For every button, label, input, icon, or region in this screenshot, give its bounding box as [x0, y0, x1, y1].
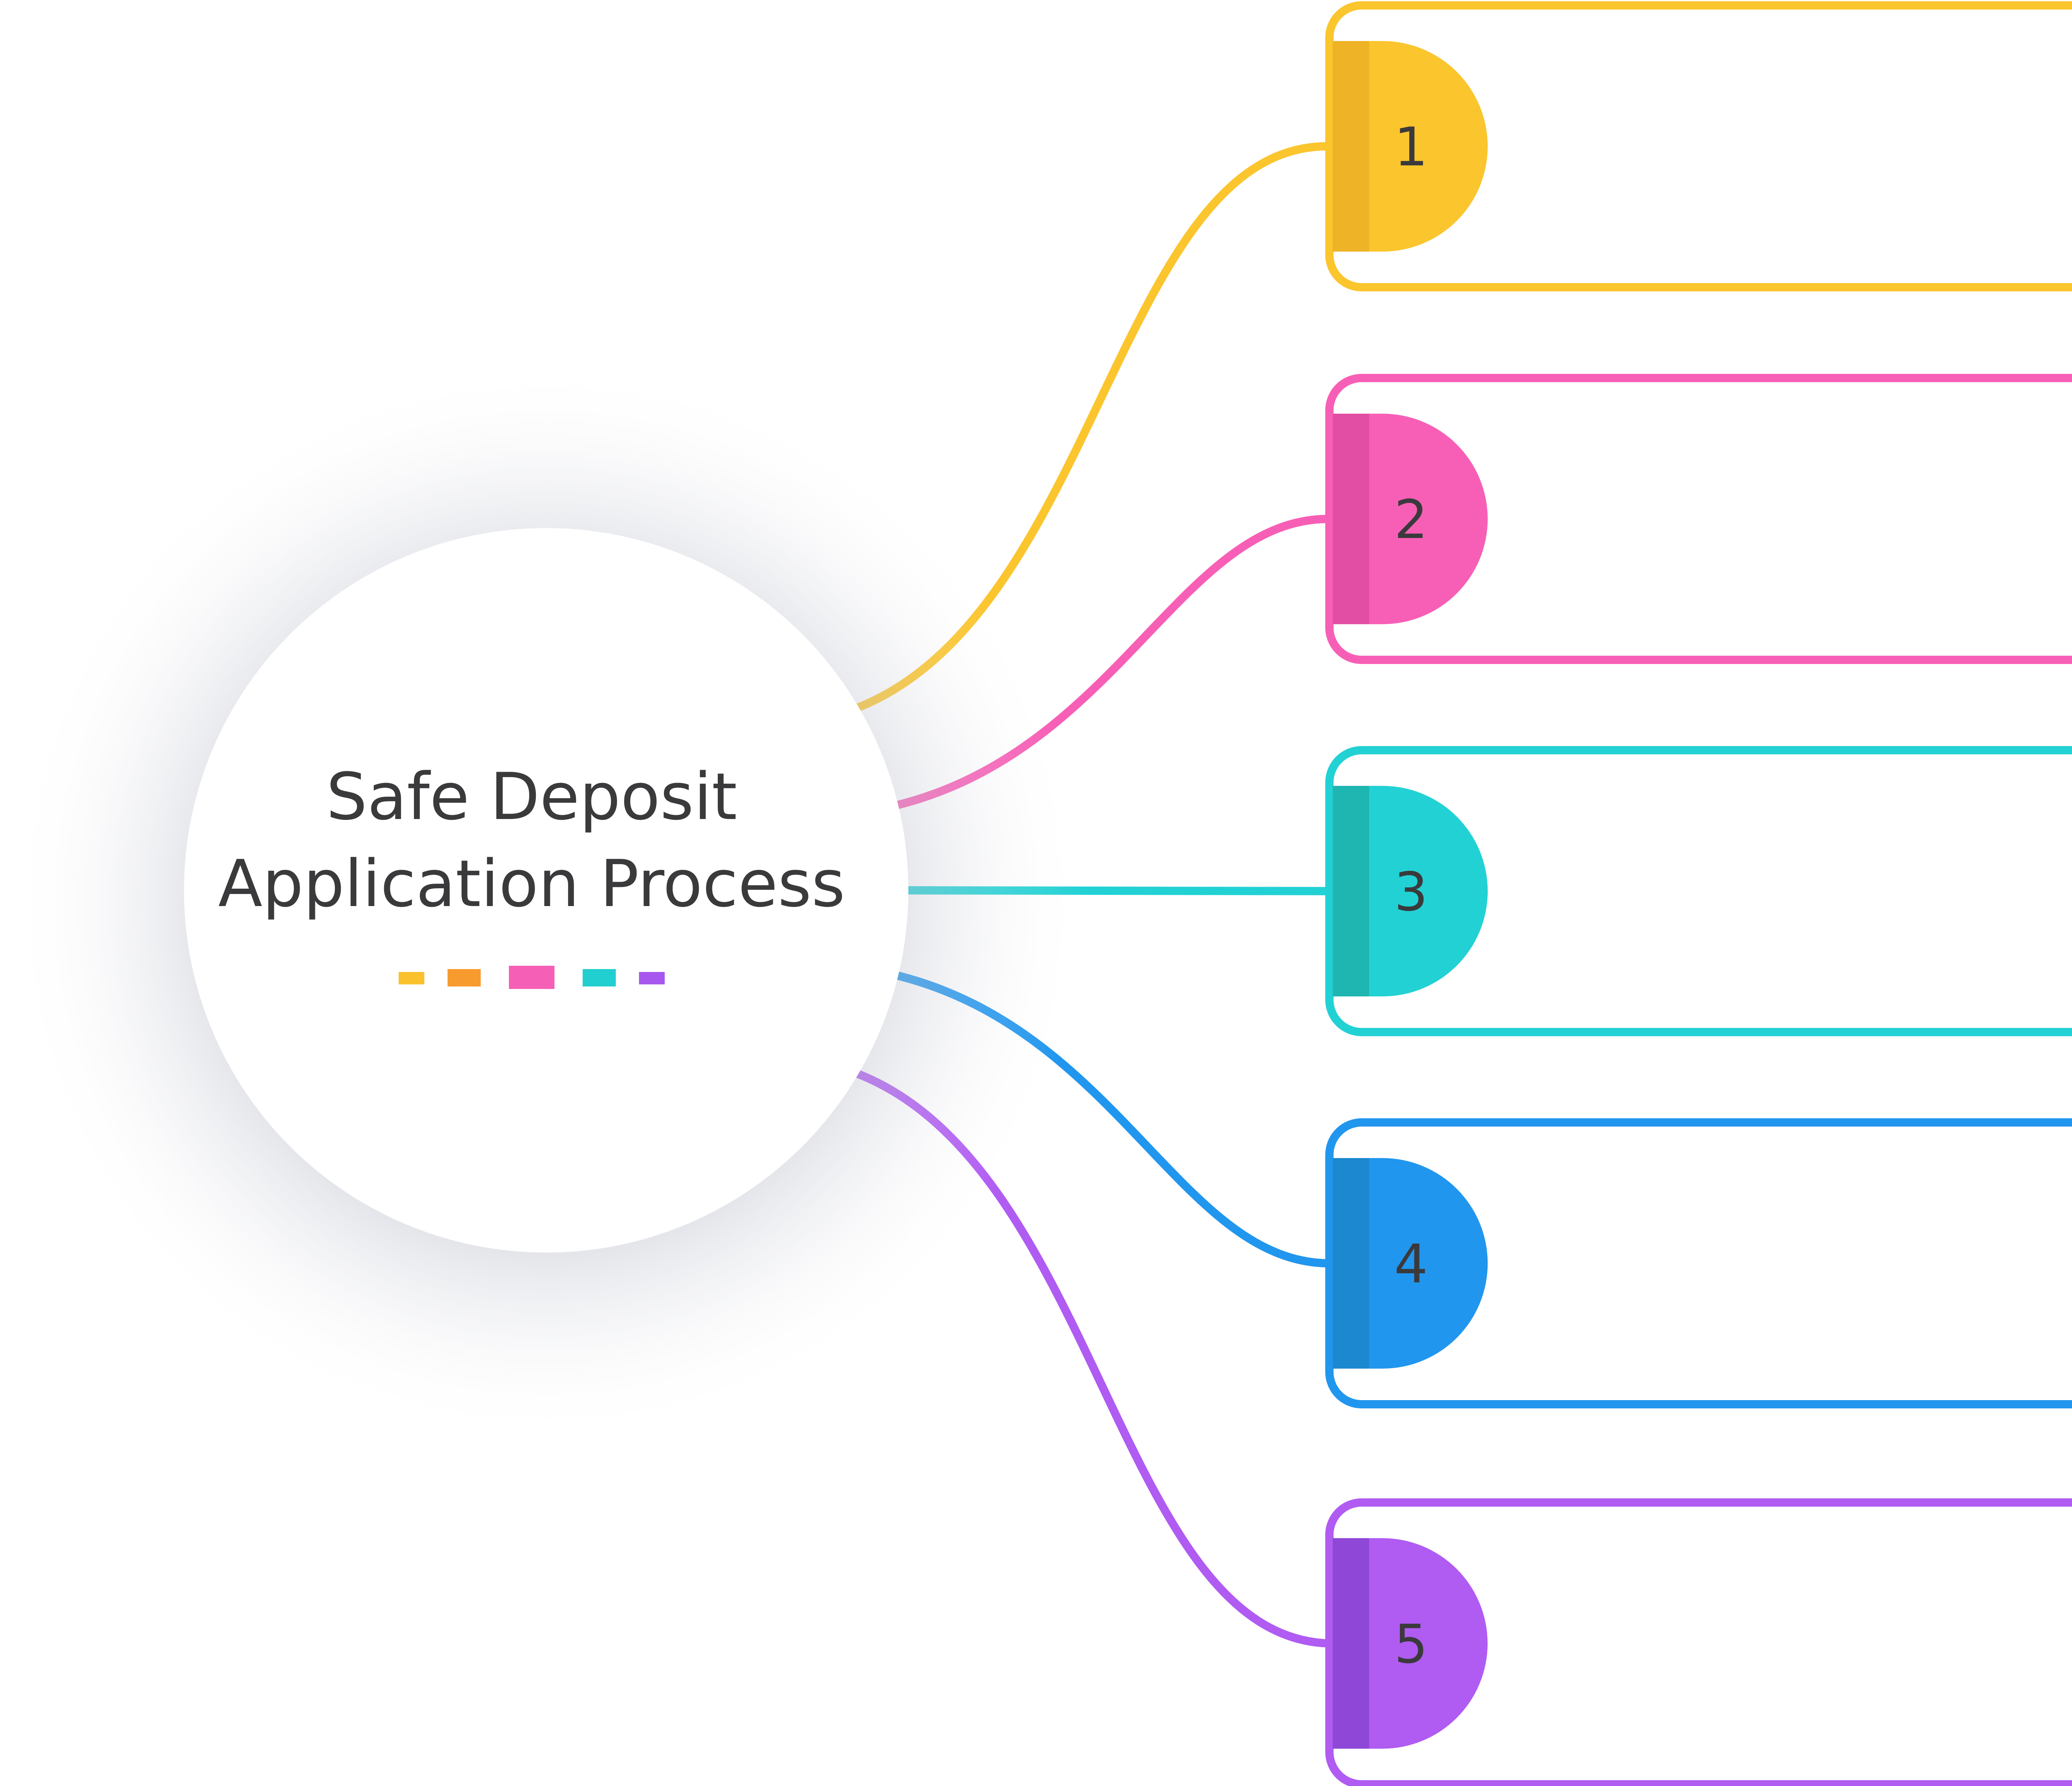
step-number-tab-bar	[1333, 1538, 1369, 1749]
step-box-frame	[1325, 1, 2072, 291]
step-box-frame	[1325, 1498, 2072, 1786]
step-number-tab	[1333, 1538, 1488, 1749]
step-box-3: 3	[1325, 746, 2072, 1036]
step-number-tab	[1333, 786, 1488, 996]
step-box-frame	[1325, 374, 2072, 664]
accent-dash-1	[399, 972, 424, 984]
step-number-tab-bar	[1333, 1158, 1369, 1369]
step-boxes: 1 2 3 4 5	[1325, 1, 2072, 1786]
accent-dash-row	[399, 966, 665, 989]
accent-dash-5	[639, 972, 665, 984]
step-number-tab	[1333, 1158, 1488, 1369]
step-number: 3	[1394, 861, 1428, 923]
step-number: 5	[1394, 1614, 1428, 1675]
step-number: 4	[1394, 1233, 1428, 1295]
step-box-2: 2	[1325, 374, 2072, 664]
step-number-tab	[1333, 41, 1488, 252]
step-box-5: 5	[1325, 1498, 2072, 1786]
step-box-4: 4	[1325, 1118, 2072, 1408]
step-box-frame	[1325, 1118, 2072, 1408]
step-number-tab-bar	[1333, 414, 1369, 624]
step-box-frame	[1325, 746, 2072, 1036]
accent-dash-4	[583, 969, 616, 986]
central-topic-node: Safe Deposit Application Process	[7, 364, 1085, 1442]
step-number-tab-bar	[1333, 786, 1369, 996]
step-number-tab	[1333, 414, 1488, 624]
hub-title-line-1: Safe Deposit	[326, 759, 737, 834]
step-number: 1	[1394, 116, 1428, 178]
step-number-tab-bar	[1333, 41, 1369, 252]
accent-dash-3	[509, 966, 554, 989]
accent-dash-2	[448, 969, 481, 986]
step-box-1: 1	[1325, 1, 2072, 291]
hub-circle	[184, 528, 908, 1253]
hub-title-line-2: Application Process	[218, 846, 845, 921]
step-number: 2	[1394, 489, 1428, 551]
